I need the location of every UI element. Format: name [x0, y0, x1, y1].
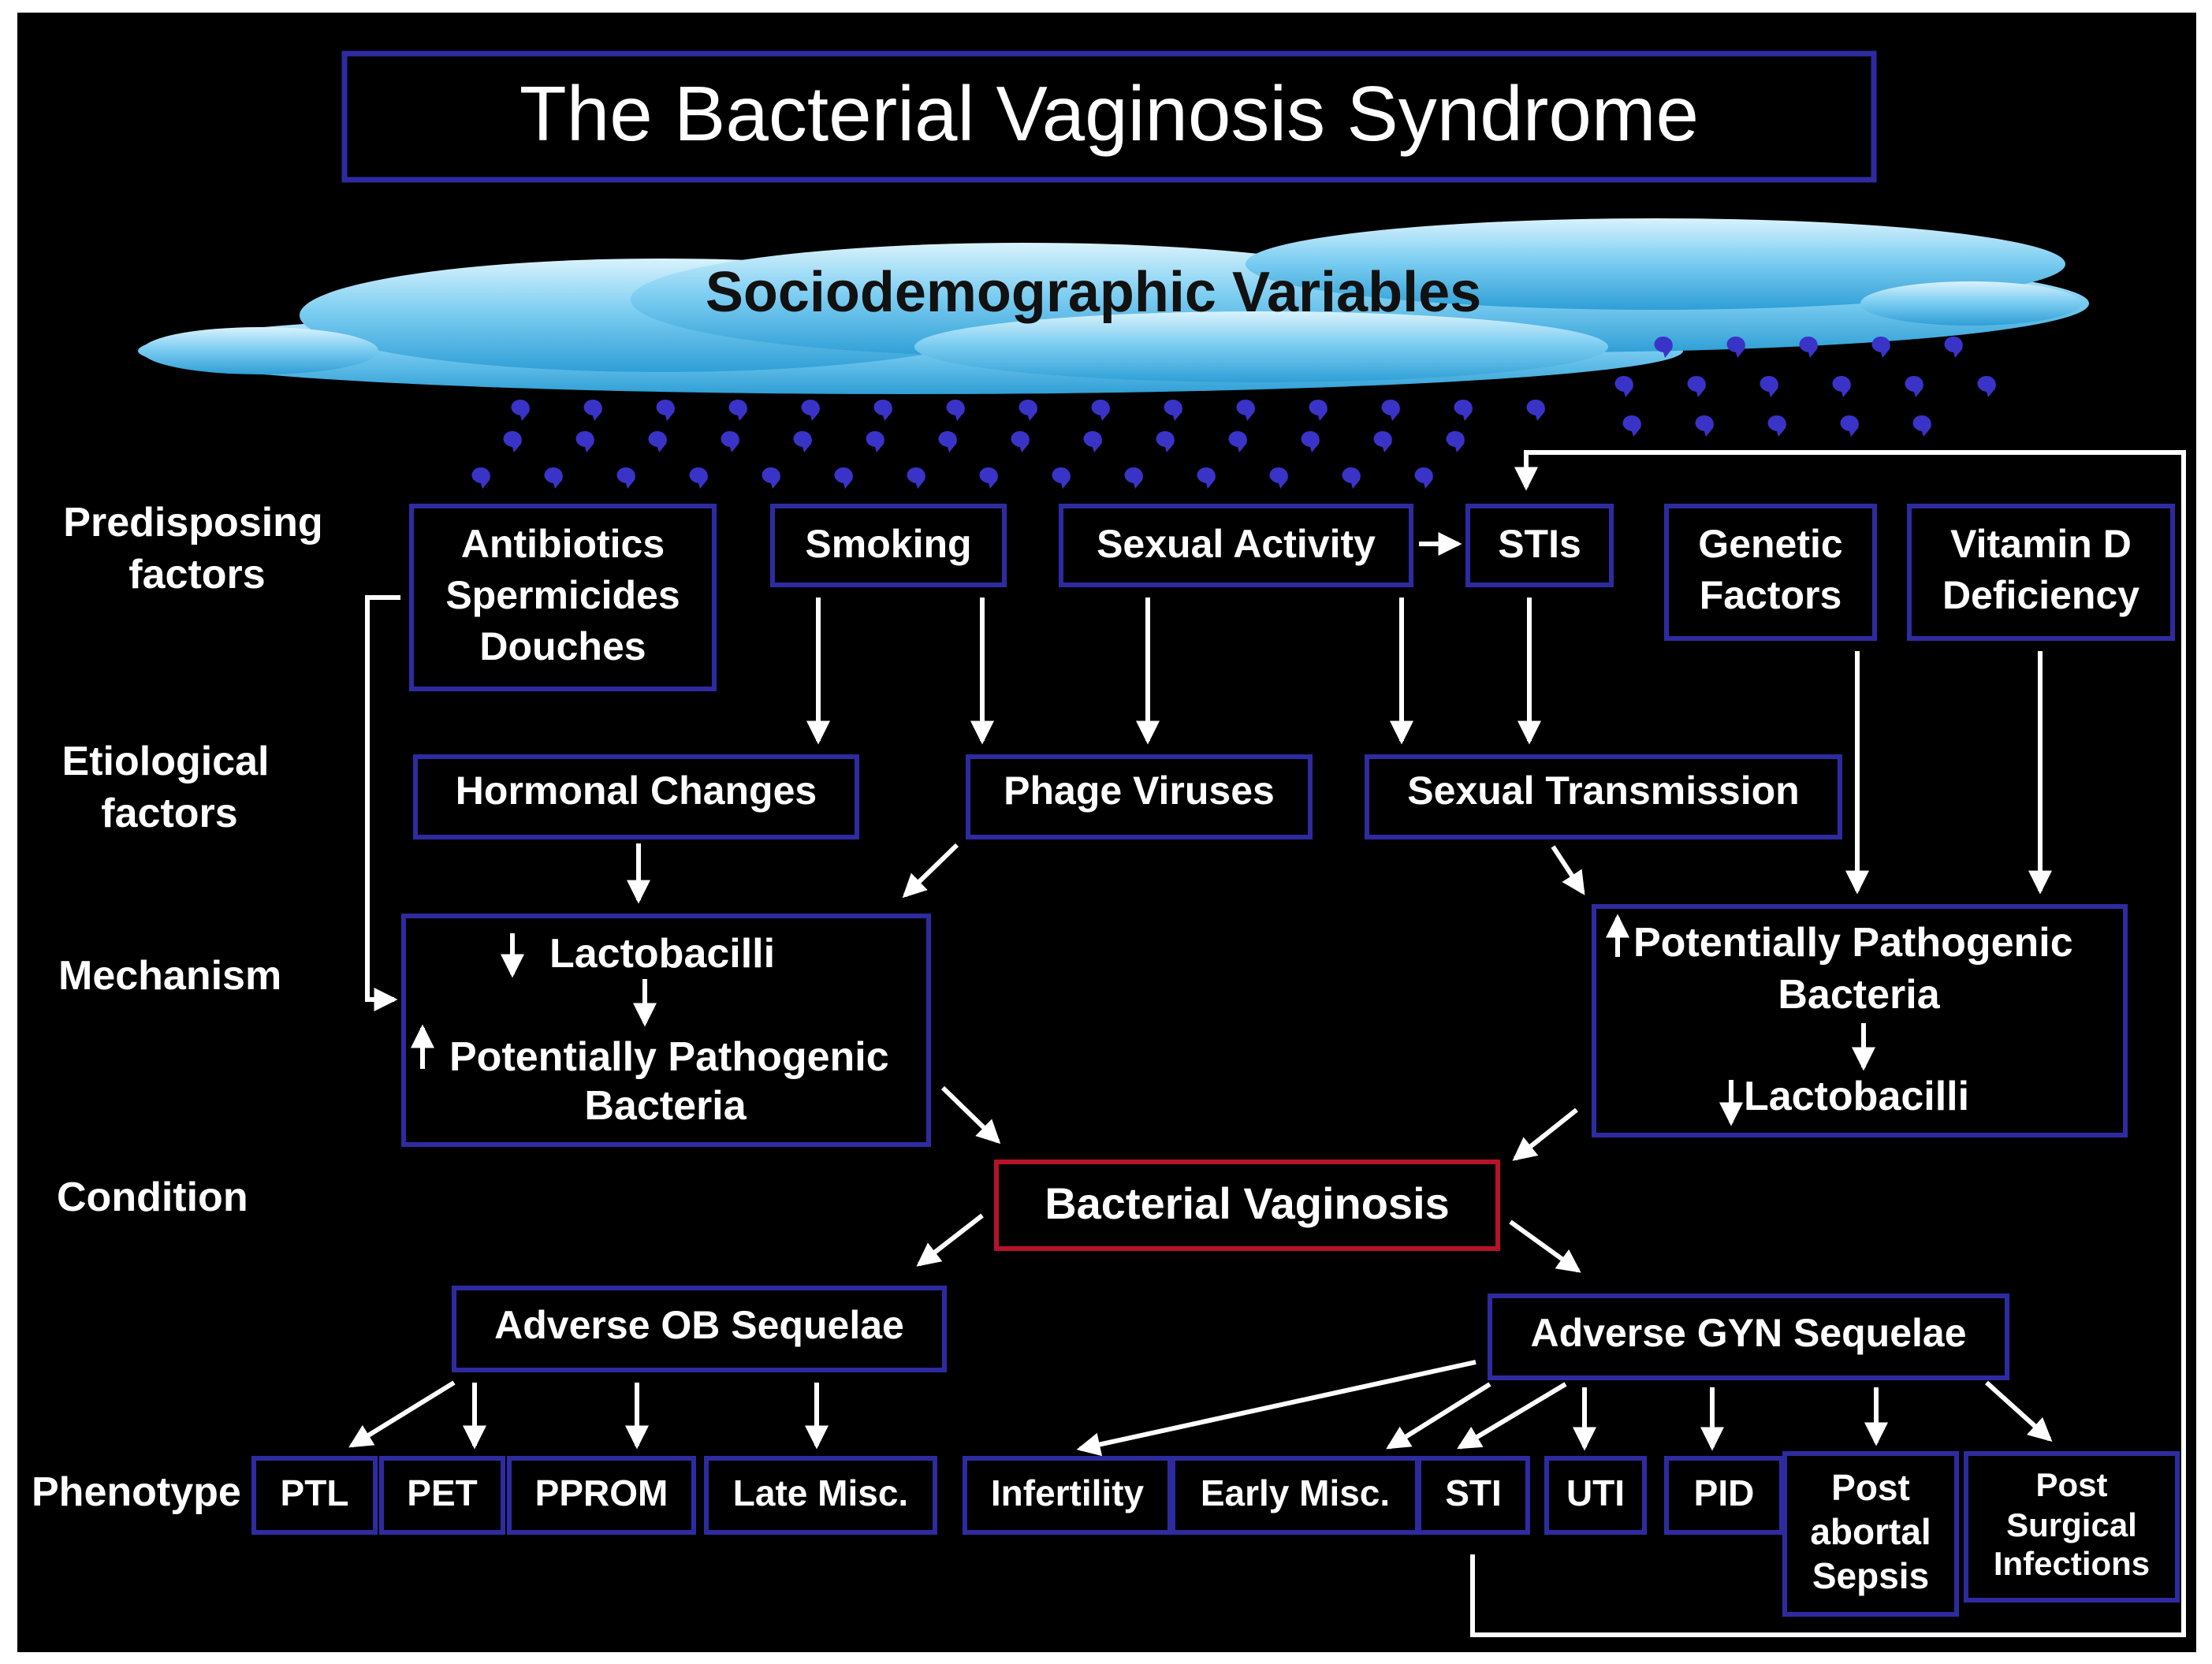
arrow-bv-to-ob: [916, 1213, 984, 1267]
genetic-line-1: Genetic: [1698, 522, 1842, 566]
etiological-boxes: Hormonal Changes Phage Viruses Sexual Tr…: [413, 754, 1842, 839]
pet-label: PET: [407, 1472, 477, 1513]
arrow-sti-feedback-loop: [1470, 450, 2186, 1637]
page-title: The Bacterial Vaginosis Syndrome: [519, 70, 1699, 157]
row-label-predisposing-1: Predisposing: [63, 500, 322, 545]
box-late-misc: Late Misc.: [704, 1456, 937, 1535]
title-box: The Bacterial Vaginosis Syndrome: [341, 50, 1877, 183]
box-post-abortal: Post abortal Sepsis: [1782, 1451, 1959, 1617]
row-label-predisposing-2: factors: [128, 552, 265, 597]
row-label-mechanism: Mechanism: [58, 953, 281, 999]
arrow-left-mechanism-to-bv: [940, 1085, 1001, 1145]
post-surgical-line-1: Post: [2035, 1466, 2107, 1503]
adverse-ob-label: Adverse OB Sequelae: [494, 1303, 904, 1347]
vitamin-d-line-2: Deficiency: [1942, 573, 2139, 617]
sti-label: STI: [1445, 1472, 1502, 1513]
mechanism-right-box: Potentially Pathogenic Bacteria Lactobac…: [1592, 904, 2128, 1137]
late-misc-label: Late Misc.: [733, 1472, 908, 1513]
post-abortal-line-3: Sepsis: [1812, 1555, 1929, 1596]
post-abortal-line-2: abortal: [1810, 1511, 1931, 1552]
arrow-gyn-to-infertility: [1076, 1360, 1477, 1457]
early-misc-label: Early Misc.: [1201, 1472, 1390, 1513]
box-adverse-gyn: Adverse GYN Sequelae: [1488, 1294, 2009, 1380]
arrow-antibiotics-to-mechanism: [365, 595, 400, 1011]
cloud-label: Sociodemographic Variables: [706, 261, 1481, 324]
row-label-etiological-1: Etiological: [62, 739, 270, 784]
antibiotics-line-1: Antibiotics: [461, 522, 665, 566]
phenotype-boxes: PTL PET PPROM Late Misc. Infertility Ear…: [251, 1451, 2180, 1617]
mechanism-left-box: Lactobacilli Potentially Pathogenic Bact…: [401, 914, 931, 1147]
sexual-activity-label: Sexual Activity: [1097, 522, 1376, 566]
box-pid: PID: [1664, 1456, 1784, 1535]
arrow-bv-to-gyn: [1509, 1219, 1581, 1273]
phage-viruses-label: Phage Viruses: [1004, 769, 1275, 813]
mech-left-ppb: Potentially Pathogenic: [449, 1034, 889, 1080]
row-labels: Predisposing factors Etiological factors…: [32, 500, 323, 1515]
box-infertility: Infertility: [963, 1456, 1172, 1535]
box-uti: UTI: [1544, 1456, 1647, 1535]
box-genetic: Genetic Factors: [1664, 504, 1877, 641]
box-stis: STIs: [1465, 504, 1614, 587]
ptl-label: PTL: [281, 1472, 349, 1513]
arrow-gyn-to-early-misc: [1386, 1382, 1491, 1450]
smoking-label: Smoking: [805, 522, 971, 566]
connectors: [348, 450, 2186, 1637]
box-sexual-transmission: Sexual Transmission: [1365, 754, 1842, 839]
box-phage-viruses: Phage Viruses: [966, 754, 1313, 839]
box-adverse-ob: Adverse OB Sequelae: [452, 1286, 947, 1372]
box-antibiotics: Antibiotics Spermicides Douches: [409, 504, 717, 691]
arrow-gyn-to-sti: [1457, 1382, 1567, 1450]
mech-left-lactobacilli: Lactobacilli: [549, 931, 775, 977]
condition-label: Bacterial Vaginosis: [1045, 1178, 1450, 1228]
infertility-label: Infertility: [991, 1472, 1145, 1513]
arrow-ob-to-ptl: [348, 1380, 456, 1448]
post-surgical-line-2: Surgical: [2006, 1506, 2137, 1543]
adverse-gyn-label: Adverse GYN Sequelae: [1530, 1311, 1966, 1355]
box-smoking: Smoking: [770, 504, 1007, 587]
predisposing-boxes: Antibiotics Spermicides Douches Smoking …: [409, 504, 2175, 691]
row-label-phenotype: Phenotype: [32, 1469, 241, 1515]
sexual-transmission-label: Sexual Transmission: [1407, 769, 1799, 813]
box-ptl: PTL: [251, 1456, 378, 1535]
mech-right-lactobacilli: Lactobacilli: [1744, 1074, 1969, 1119]
pid-label: PID: [1694, 1472, 1755, 1513]
arrow-transmission-to-mechanism: [1551, 845, 1585, 895]
mech-right-ppb: Potentially Pathogenic: [1633, 920, 2073, 966]
post-abortal-line-1: Post: [1831, 1467, 1910, 1508]
sequelae-boxes: Adverse OB Sequelae Adverse GYN Sequelae: [452, 1286, 2009, 1380]
box-sti: STI: [1417, 1456, 1530, 1535]
sociodemographic-cloud: Sociodemographic Variables: [138, 218, 2089, 394]
box-post-surgical: Post Surgical Infections: [1964, 1451, 2180, 1603]
post-surgical-line-3: Infections: [1994, 1545, 2150, 1582]
condition-box: Bacterial Vaginosis: [994, 1160, 1500, 1251]
row-label-etiological-2: factors: [101, 791, 237, 836]
uti-label: UTI: [1566, 1472, 1625, 1513]
mech-left-bacteria: Bacteria: [584, 1083, 747, 1129]
box-sexual-activity: Sexual Activity: [1059, 504, 1413, 587]
arrow-gyn-to-post-surgical: [1984, 1380, 2053, 1443]
mech-right-bacteria: Bacteria: [1778, 972, 1940, 1018]
stis-label: STIs: [1498, 522, 1581, 566]
arrow-phage-to-mechanism: [902, 843, 959, 899]
box-hormonal-changes: Hormonal Changes: [413, 754, 859, 839]
antibiotics-line-3: Douches: [479, 624, 646, 668]
antibiotics-line-2: Spermicides: [445, 573, 680, 617]
hormonal-changes-label: Hormonal Changes: [456, 769, 817, 813]
row-label-condition: Condition: [57, 1174, 248, 1220]
genetic-line-2: Factors: [1700, 573, 1842, 617]
pprom-label: PPROM: [535, 1472, 668, 1513]
arrow-right-mechanism-to-bv: [1512, 1107, 1578, 1161]
vitamin-d-line-1: Vitamin D: [1950, 522, 2132, 566]
box-pet: PET: [379, 1456, 505, 1535]
box-vitamin-d: Vitamin D Deficiency: [1907, 504, 2175, 641]
box-pprom: PPROM: [507, 1456, 696, 1535]
